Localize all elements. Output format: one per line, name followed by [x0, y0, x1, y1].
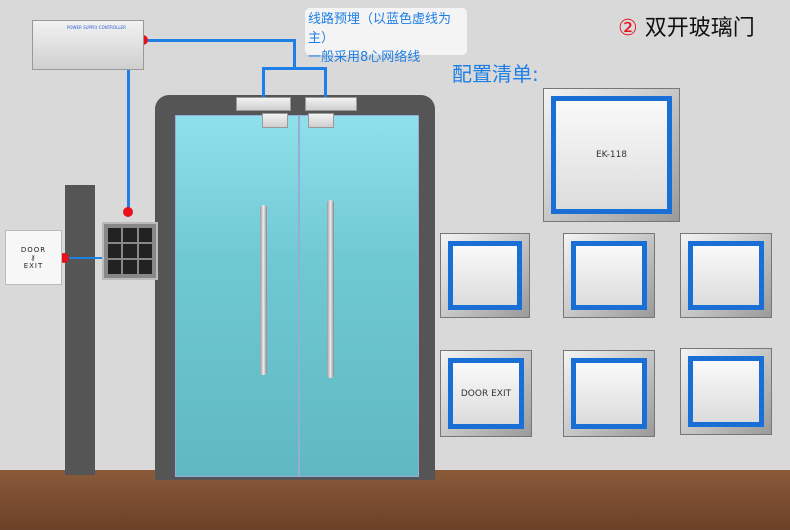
page-title: ② 双开玻璃门	[618, 10, 755, 42]
right-magnetic-lock	[305, 97, 357, 111]
connector-dot	[59, 253, 69, 263]
exit-button[interactable]: DOOR ⚷ EXIT	[5, 230, 62, 285]
config-item-power-supply[interactable]	[440, 233, 530, 318]
config-item-keypad[interactable]: EK-118	[543, 88, 680, 222]
config-item-magnetic-lock[interactable]	[563, 233, 655, 318]
wire-exit-keypad	[62, 257, 102, 259]
exit-button-door-label: DOOR	[20, 245, 47, 254]
wire-controller-keypad	[127, 40, 130, 212]
wiring-note-line2: 一般采用8心网络线	[308, 50, 421, 65]
wire-left-lock	[262, 67, 265, 97]
left-door-handle[interactable]	[260, 205, 267, 375]
tile-exit-label: EXIT	[491, 388, 512, 399]
left-magnetic-lock	[236, 97, 291, 111]
wiring-note-line1: 线路预埋（以蓝色虚线为主）	[308, 12, 452, 46]
tile-door-label: DOOR	[460, 388, 489, 399]
wire-controller-top	[145, 39, 295, 42]
title-number: ②	[618, 16, 638, 41]
config-item-bolt-lock[interactable]	[680, 233, 772, 318]
power-supply-controller: POWER SUPPLY CONTROLLER	[32, 20, 144, 70]
wall-pillar	[65, 185, 95, 475]
wire-drop	[293, 39, 296, 69]
left-glass-door[interactable]	[175, 115, 299, 477]
config-item-doorbell[interactable]	[563, 350, 655, 437]
right-door-handle[interactable]	[327, 200, 334, 378]
left-lock-plate	[262, 113, 288, 128]
config-list-label: 配置清单:	[452, 62, 539, 86]
floor	[0, 470, 790, 530]
key-icon: ⚷	[30, 253, 37, 262]
controller-label: POWER SUPPLY CONTROLLER	[67, 25, 126, 30]
exit-button-exit-label: EXIT	[23, 261, 44, 270]
wire-right-lock	[324, 67, 327, 97]
right-glass-door[interactable]	[299, 115, 419, 477]
title-text: 双开玻璃门	[644, 16, 755, 41]
access-keypad[interactable]	[102, 222, 158, 280]
config-item-id-cards[interactable]	[680, 348, 772, 435]
wiring-note: 线路预埋（以蓝色虚线为主） 一般采用8心网络线	[305, 8, 467, 65]
config-item-exit-button[interactable]: DOOR EXIT	[440, 350, 532, 437]
wire-lock-split	[262, 67, 327, 70]
right-lock-plate	[308, 113, 334, 128]
connector-dot	[123, 207, 133, 217]
keypad-model: EK-118	[556, 101, 667, 209]
